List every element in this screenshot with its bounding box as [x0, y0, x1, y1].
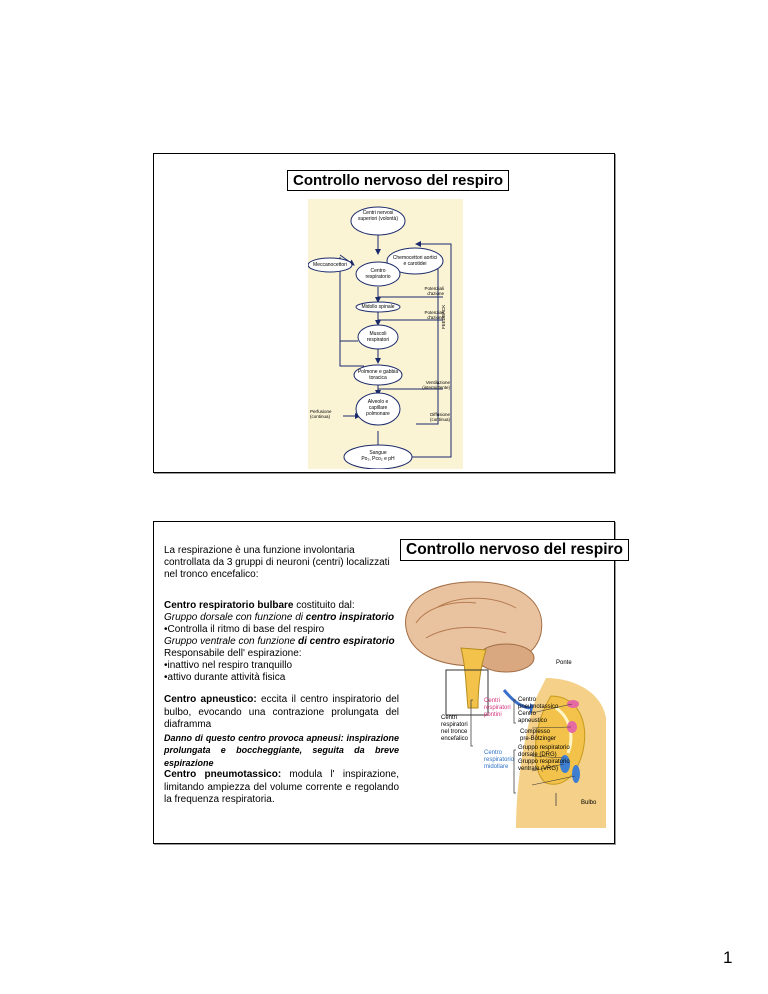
diffusione-text: Diffusione: [430, 412, 450, 417]
perfusione-sub: (continua): [310, 414, 331, 419]
label-prebotzinger: Complesso pre-Bötzinger: [520, 729, 557, 742]
apneustico-section: Centro apneustico: eccita il centro insp…: [164, 694, 399, 769]
label-vrg: Gruppo respiratorio ventrale (VRG): [518, 759, 570, 772]
node-meccanocettori: Meccanocettori: [313, 262, 347, 268]
label-centro-midollare: Centro respiratorio midollare: [484, 750, 515, 770]
bulbare-section: Centro respiratorio bulbare costituito d…: [164, 600, 404, 684]
node-sangue: Sangue Po₂, Pco₂ e pH: [348, 450, 408, 462]
bulbare-heading: Centro respiratorio bulbare: [164, 600, 294, 611]
ventrale-item-1: •inattivo nel respiro tranquillo: [164, 660, 293, 671]
ventilazione-text: Ventilazione: [425, 380, 450, 385]
sangue-sub: Po₂, Pco₂ e pH: [361, 456, 395, 462]
apneustico-heading: Centro apneustico:: [164, 694, 257, 705]
label-centri-pontini: Centri respiratori pontini: [484, 698, 511, 718]
pneumo-heading: Centro pneumotassico:: [164, 769, 282, 780]
dorsale-bold: centro inspiratorio: [305, 612, 395, 623]
apneustico-danno: Danno di questo centro provoca apneusi: …: [164, 732, 399, 768]
sangue-text: Sangue: [369, 450, 387, 456]
diffusione-sub: (continua): [429, 417, 450, 422]
slide-2-title: Controllo nervoso del respiro: [400, 539, 630, 561]
label-ponte: Ponte: [556, 660, 572, 666]
ventrale-prefix: Gruppo ventrale con funzione: [164, 636, 298, 647]
slide-2: Controllo nervoso del respiro La respira…: [153, 521, 630, 844]
respiration-control-diagram: Centri nervosi superiori (volontà) Mecca…: [308, 199, 463, 469]
label-bulbo: Bulbo: [581, 800, 597, 806]
node-muscoli: Muscoli respiratori: [366, 331, 390, 343]
node-polmone: Polmone e gabbia toracica: [357, 369, 399, 381]
apneustico-text: eccita il centro inspiratorio del bulbo,…: [164, 694, 399, 730]
page-number: 1: [723, 948, 733, 967]
node-chemocettori: Chemocettori aortici e carotidei: [392, 255, 438, 267]
slide-1-title: Controllo nervoso del respiro: [287, 170, 510, 191]
label-drg: Gruppo respiratorio dorsale (DRG): [518, 745, 570, 758]
dorsale-item: •Controlla il ritmo di base del respiro: [164, 624, 325, 635]
label-perfusione: Perfusione (continua): [310, 409, 344, 419]
label-ventilazione: Ventilazione (intermittente): [408, 380, 450, 390]
ventrale-resp: Responsabile dell' espirazione:: [164, 648, 302, 659]
label-potenziali-1: Potenziali d'azione: [424, 286, 444, 296]
intro-text: La respirazione è una funzione involonta…: [164, 545, 390, 580]
label-centri-tronco: Centri respiratori nel tronce encefalico: [441, 715, 469, 742]
node-centri-nervosi: Centri nervosi superiori (volontà): [357, 210, 399, 222]
ventilazione-sub: (intermittente): [422, 385, 450, 390]
label-pneumotassico: Centro pneumotassico: [518, 697, 559, 710]
node-centro-respiratorio: Centro respiratorio: [365, 268, 391, 280]
label-diffusione: Diffusione (continua): [416, 412, 450, 422]
pneumotassico-section: Centro pneumotassico: modula l' inspiraz…: [164, 769, 399, 807]
bulbare-tail: costituito dal:: [293, 600, 355, 611]
pneumo-text: modula l' inspirazione, limitando ampiez…: [164, 769, 399, 805]
slide-1: Controllo nervoso del respiro: [153, 153, 615, 473]
label-feedback: FEEDBACK: [441, 304, 446, 329]
perfusione-text: Perfusione: [310, 409, 332, 414]
node-midollo-spinale: Midollo spinale: [361, 304, 395, 310]
node-alveolo: Alveolo e capillare polmonare: [366, 399, 390, 417]
brainstem-figure: Ponte Centri respiratori pontini Centri …: [396, 578, 606, 828]
label-apneustico: Centro apneustico: [518, 711, 548, 724]
label-potenziali-2: Potenziali d'azione: [424, 310, 444, 320]
ventrale-bold: di centro espiratorio: [297, 636, 395, 647]
dorsale-prefix: Gruppo dorsale con funzione di: [164, 612, 306, 623]
ventrale-item-2: •attivo durante attività fisica: [164, 672, 286, 683]
